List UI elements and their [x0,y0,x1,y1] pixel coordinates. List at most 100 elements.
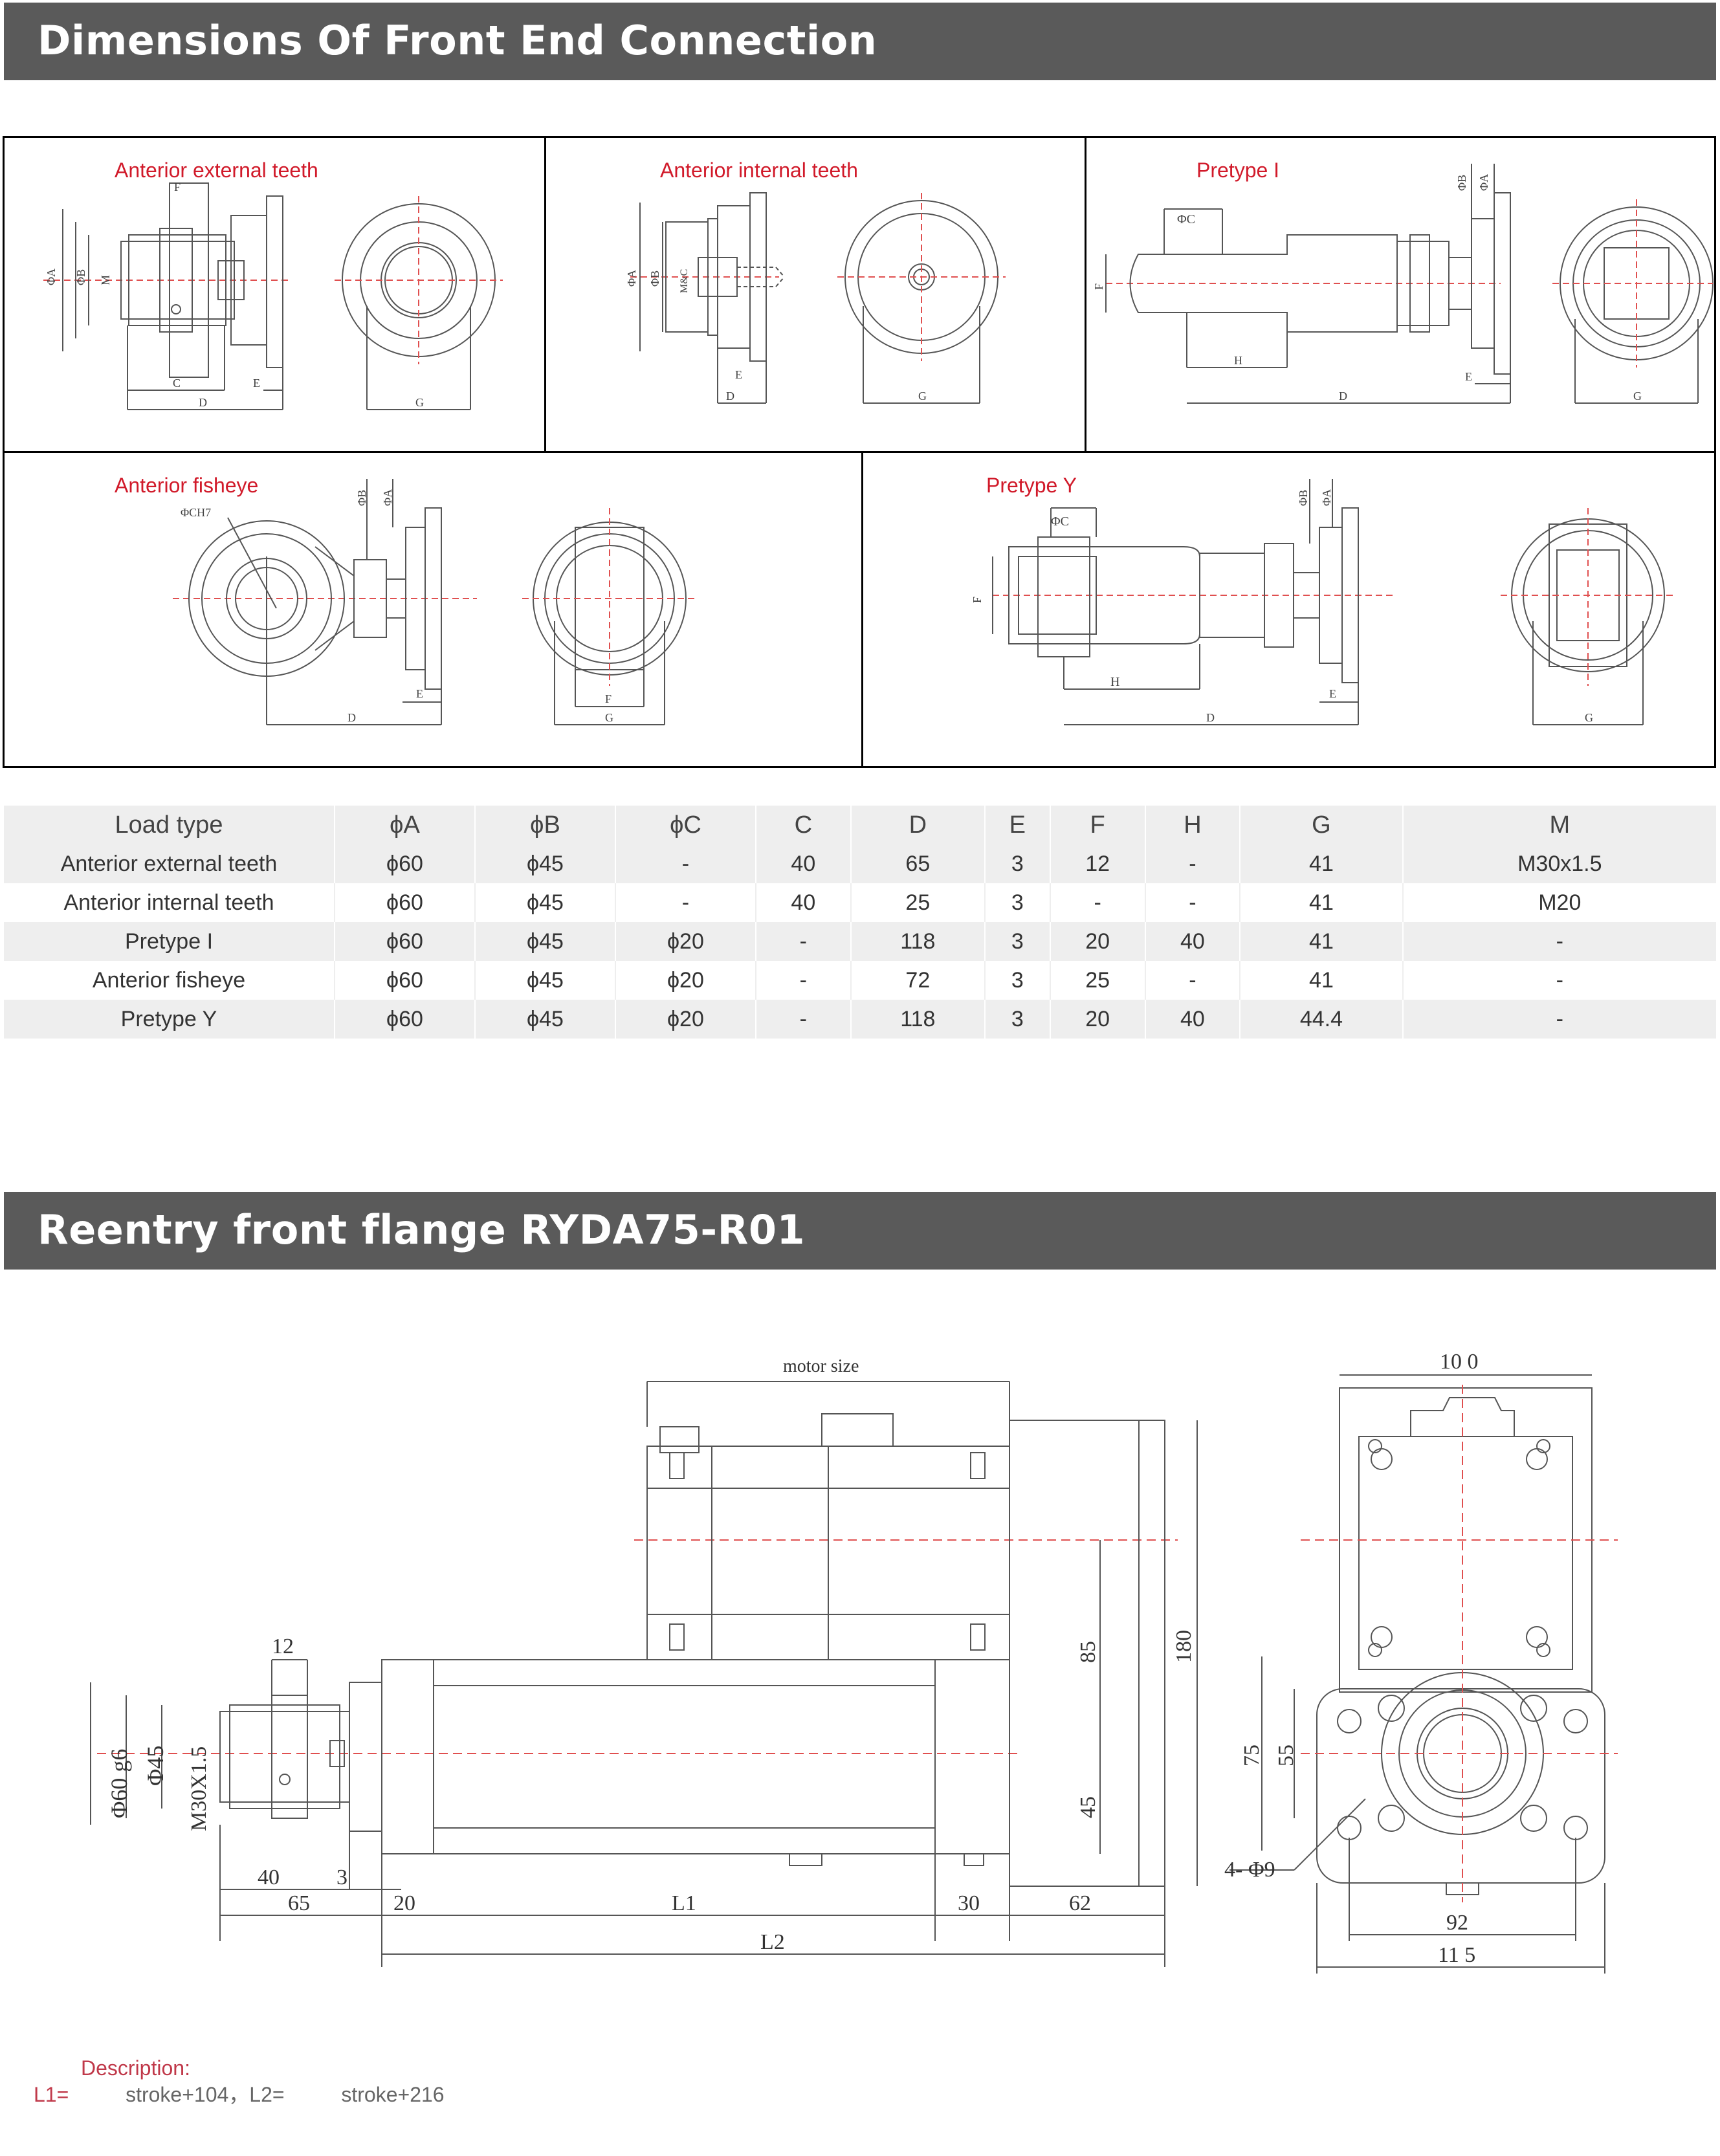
label-F: F [971,597,984,603]
label-E: E [416,687,423,700]
label-phiA: ΦA [1320,489,1333,506]
table-cell: - [755,961,851,1000]
table-cell: 40 [1144,922,1240,961]
label-phiB: ΦB [355,490,368,506]
description-l1-label: L1= [34,2083,69,2106]
table-cell: 25 [850,883,985,922]
label-G: G [605,711,613,724]
panel-title: Anterior fisheye [115,474,259,497]
table-cell: 40 [755,883,851,922]
table-cell: ϕ45 [474,883,615,922]
table-cell: - [1402,922,1716,961]
label-E: E [253,377,260,390]
label-D: D [726,390,734,402]
table-cell: ϕ45 [474,961,615,1000]
table-cell: 65 [850,844,985,883]
label-75: 75 [1240,1744,1264,1766]
drawing-external-teeth: ΦA ΦB M F C E D G [43,181,503,410]
table-row: Anterior external teeth ϕ60 ϕ45 - 40 65 … [4,844,1716,883]
table-cell: 12 [1049,844,1145,883]
table-header-cell: ϕA [334,806,475,844]
label-L1: L1 [672,1891,696,1915]
label-D: D [199,396,207,409]
table-header-cell: Load type [115,811,223,839]
drawing-internal-teeth: ΦA ΦB M&C E D G [625,192,1006,404]
label-65: 65 [288,1891,310,1915]
table-cell: 44.4 [1239,1000,1403,1039]
table-cell: Pretype Y [120,1006,217,1031]
table-cell: ϕ45 [474,1000,615,1039]
table-cell: 41 [1239,961,1403,1000]
table-cell: 20 [1049,1000,1145,1039]
table-cell: 41 [1239,883,1403,922]
table-cell: 41 [1239,844,1403,883]
table-row: Anterior internal teeth ϕ60 ϕ45 - 40 25 … [4,883,1716,922]
panel-pretype-y: Pretype Y ΦC F H E D G [861,451,1716,768]
table-cell: ϕ45 [474,922,615,961]
table-header-cell: M [1402,806,1716,844]
table-cell: M20 [1402,883,1716,922]
table-cell: - [1049,883,1145,922]
label-M: M [99,275,112,285]
panel-title: Anterior external teeth [115,159,318,182]
table-cell: M30x1.5 [1402,844,1716,883]
panel-pretype-i: Pretype I ΦC F H E D G ΦB [1085,136,1716,453]
description-l2-value: stroke+216 [341,2083,445,2106]
table-cell: - [755,922,851,961]
table-cell: Pretype I [124,929,214,954]
table-cell: ϕ60 [334,961,475,1000]
table-cell: 40 [755,844,851,883]
table-cell: - [1144,844,1240,883]
label-62: 62 [1069,1891,1091,1915]
table-cell: ϕ45 [474,844,615,883]
table-cell: ϕ60 [334,1000,475,1039]
section-header-front-end: Dimensions Of Front End Connection [4,3,1716,80]
label-92: 92 [1446,1911,1468,1935]
table-row: Pretype I ϕ60 ϕ45 ϕ20 - 118 3 20 40 41 - [4,922,1716,961]
label-D: D [1339,390,1347,402]
table-cell: Anterior fisheye [92,967,246,993]
table-cell: 41 [1239,922,1403,961]
description-text: L1= stroke+104，L2= stroke+216 [34,2078,445,2108]
table-cell: 3 [984,883,1050,922]
label-m30: M30X1.5 [187,1746,211,1831]
table-row: Anterior fisheye ϕ60 ϕ45 ϕ20 - 72 3 25 -… [4,961,1716,1000]
drawing-pretype-y: ΦC F H E D G ΦB ΦA [971,479,1675,725]
label-115: 11 5 [1438,1943,1475,1967]
panel-title: Anterior internal teeth [660,159,858,182]
table-cell: 3 [984,961,1050,1000]
spec-table: Load type ϕA ϕB ϕC C D E F H G M Anterio… [4,806,1716,1039]
table-cell: 25 [1049,961,1145,1000]
label-F: F [174,181,181,193]
label-180: 180 [1172,1630,1196,1663]
label-E: E [1329,687,1336,700]
section-title: Reentry front flange RYDA75-R01 [38,1206,806,1253]
table-cell: 40 [1144,1000,1240,1039]
table-cell: - [755,1000,851,1039]
table-cell: - [1402,1000,1716,1039]
table-cell: 118 [850,922,985,961]
section-title: Dimensions Of Front End Connection [38,17,877,64]
table-cell: - [614,883,756,922]
table-row: Pretype Y ϕ60 ϕ45 ϕ20 - 118 3 20 40 44.4… [4,1000,1716,1039]
table-cell: Anterior internal teeth [63,890,274,915]
label-H: H [1234,354,1242,367]
table-cell: 3 [984,1000,1050,1039]
table-cell: - [614,844,756,883]
label-phiB: ΦB [1297,490,1310,506]
label-40: 40 [258,1865,280,1889]
label-G: G [415,396,424,409]
label-mc: M&C [679,269,690,293]
label-L2: L2 [760,1930,785,1954]
table-cell: ϕ20 [614,922,756,961]
table-header-cell: ϕC [614,806,756,844]
table-header-cell: C [755,806,851,844]
table-cell: 20 [1049,922,1145,961]
label-H: H [1110,675,1119,689]
table-cell: ϕ20 [614,961,756,1000]
label-phiCH7: ΦCH7 [181,506,211,519]
label-phi45: Φ45 [142,1746,168,1786]
drawing-reentry-flange: motor size 12 Φ60 g6 Φ45 M30X1.5 40 3 65… [90,1350,1618,1974]
table-cell: - [1144,883,1240,922]
label-phiA: ΦA [381,489,394,506]
